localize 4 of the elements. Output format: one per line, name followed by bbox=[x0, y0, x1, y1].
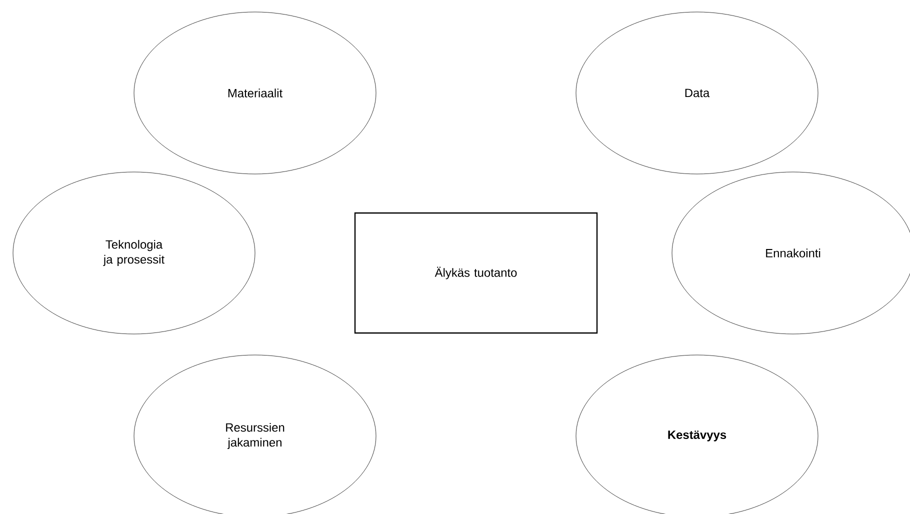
ellipse-node: Teknologia ja prosessit bbox=[12, 172, 256, 334]
ellipse-node: Materiaalit bbox=[134, 12, 376, 174]
ellipse-node: Data bbox=[576, 12, 818, 174]
process-box: Älykäs tuotanto bbox=[354, 212, 598, 334]
